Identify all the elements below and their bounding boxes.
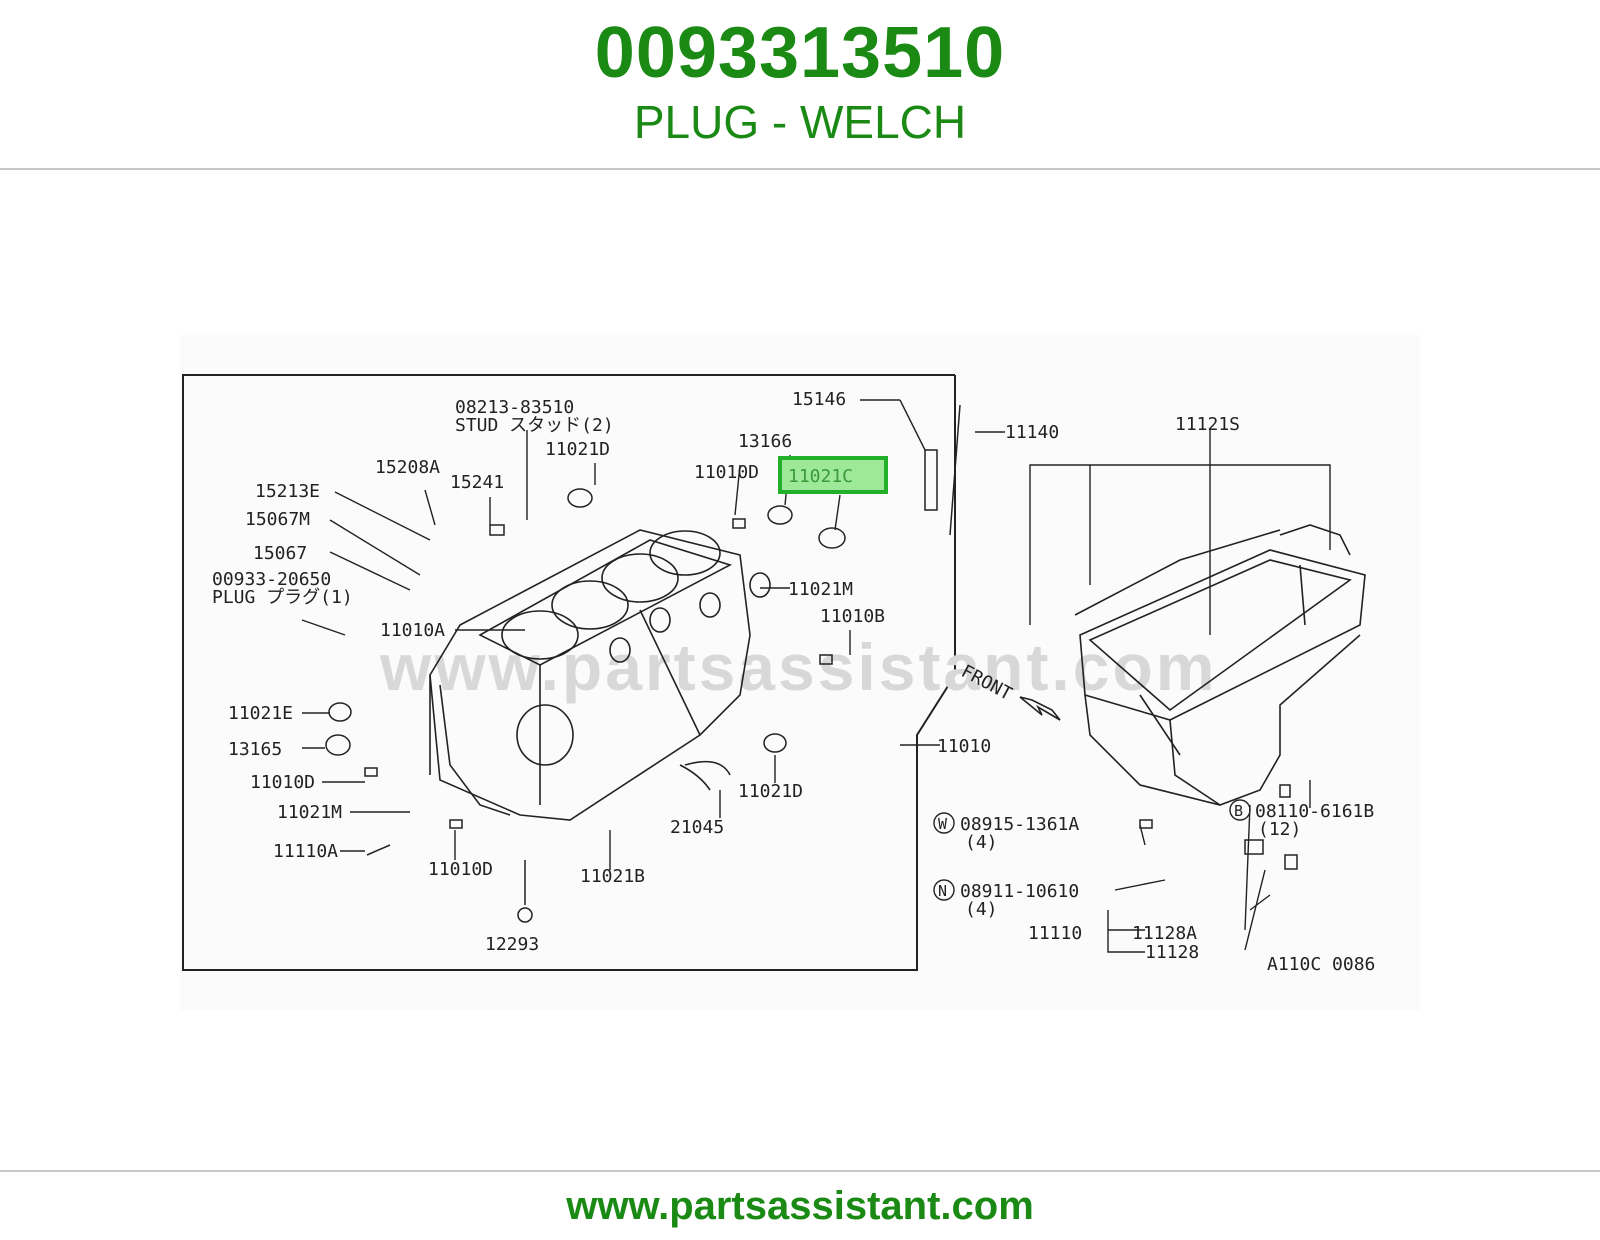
callout-15067[interactable]: 15067	[253, 543, 307, 564]
highlighted-part-box[interactable]	[778, 456, 888, 494]
callout-11021m-bot[interactable]: 11021M	[277, 802, 342, 823]
watermark-text: www.partsassistant.com	[379, 630, 1217, 704]
diagram-code: A110C 0086	[1267, 954, 1375, 975]
badge-n	[933, 879, 955, 901]
callout-08915-qty: (4)	[965, 832, 998, 853]
callout-11021d-top[interactable]: 11021D	[545, 439, 610, 460]
parts-diagram: www.partsassistant.com	[180, 335, 1420, 1010]
callout-11021b[interactable]: 11021B	[580, 866, 645, 887]
callout-08213[interactable]: 08213-83510	[455, 397, 574, 418]
callout-11110a[interactable]: 11110A	[273, 841, 338, 862]
engine-block-frame	[182, 374, 956, 971]
callout-11021m-top[interactable]: 11021M	[788, 579, 853, 600]
parts-diagram-svg: www.partsassistant.com	[180, 335, 1420, 1010]
callout-11140[interactable]: 11140	[1005, 422, 1059, 443]
callout-11021d-bot[interactable]: 11021D	[738, 781, 803, 802]
callout-11010d-mid[interactable]: 11010D	[250, 772, 315, 793]
callout-12293[interactable]: 12293	[485, 934, 539, 955]
badge-n-text: N	[938, 882, 947, 900]
callout-11021e[interactable]: 11021E	[228, 703, 293, 724]
page-header: 0093313510 PLUG - WELCH	[0, 0, 1600, 168]
part-name: PLUG - WELCH	[633, 96, 967, 148]
callout-08110[interactable]: 08110-6161B	[1255, 801, 1374, 822]
callout-11121s[interactable]: 11121S	[1175, 414, 1240, 435]
callout-11010b[interactable]: 11010B	[820, 606, 885, 627]
header-divider	[0, 168, 1600, 170]
badge-b	[1229, 799, 1251, 821]
callout-11010d-bot[interactable]: 11010D	[428, 859, 493, 880]
callout-15208a[interactable]: 15208A	[375, 457, 440, 478]
leader-lines	[301, 399, 1331, 953]
badge-w	[933, 812, 955, 834]
callout-13165[interactable]: 13165	[228, 739, 282, 760]
badge-b-text: B	[1234, 802, 1243, 820]
footer-divider	[0, 1170, 1600, 1172]
callout-21045[interactable]: 21045	[670, 817, 724, 838]
callout-13166[interactable]: 13166	[738, 431, 792, 452]
footer-url[interactable]: www.partsassistant.com	[566, 1184, 1034, 1228]
callout-15241[interactable]: 15241	[450, 472, 504, 493]
callout-11128[interactable]: 11128	[1145, 942, 1199, 963]
callout-00933[interactable]: 00933-20650	[212, 569, 331, 590]
engine-block-drawing	[429, 529, 771, 821]
callout-11010a[interactable]: 11010A	[380, 620, 445, 641]
callout-15146[interactable]: 15146	[792, 389, 846, 410]
callout-11010d-top[interactable]: 11010D	[694, 462, 759, 483]
callout-11110[interactable]: 11110	[1028, 923, 1082, 944]
badge-w-text: W	[938, 815, 948, 833]
callout-11010[interactable]: 11010	[937, 736, 991, 757]
callout-plug: PLUG プラグ(1)	[212, 587, 353, 608]
callout-15067m[interactable]: 15067M	[245, 509, 310, 530]
callout-11128a[interactable]: 11128A	[1132, 923, 1197, 944]
callout-08110-qty: (12)	[1258, 819, 1301, 840]
callout-15213e[interactable]: 15213E	[255, 481, 320, 502]
callout-08911[interactable]: 08911-10610	[960, 881, 1079, 902]
callout-11021c[interactable]: 11021C	[788, 466, 853, 487]
callout-08911-qty: (4)	[965, 899, 998, 920]
part-number: 0093313510	[594, 13, 1006, 93]
front-arrow	[1019, 696, 1061, 721]
small-parts	[325, 404, 1298, 923]
callout-stud: STUD スタッド(2)	[455, 415, 614, 436]
callout-08915[interactable]: 08915-1361A	[960, 814, 1079, 835]
